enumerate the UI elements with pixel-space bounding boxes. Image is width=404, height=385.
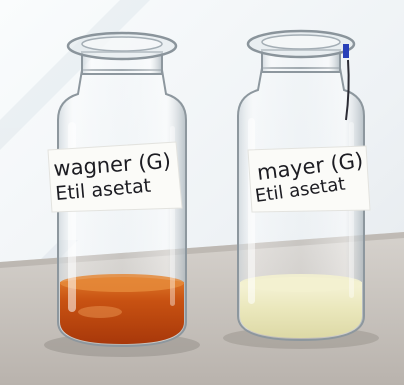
right-vial-blue-mark bbox=[343, 44, 349, 58]
left-vial-label bbox=[47, 141, 183, 213]
right-vial-rim-line bbox=[345, 59, 350, 121]
right-vial-opening bbox=[261, 34, 341, 50]
right-vial-liquid bbox=[240, 277, 362, 338]
left-vial: wagner (G) Etil asetat bbox=[44, 31, 200, 357]
left-vial-liquid-glint bbox=[78, 306, 122, 318]
left-vial-liquid-surface bbox=[60, 274, 184, 292]
left-vial-opening bbox=[81, 36, 163, 52]
left-vial-liquid bbox=[60, 277, 184, 344]
right-vial-liquid-surface bbox=[240, 274, 362, 292]
right-vial: mayer (G) Etil asetat bbox=[223, 29, 379, 349]
right-vial-label bbox=[247, 145, 371, 213]
